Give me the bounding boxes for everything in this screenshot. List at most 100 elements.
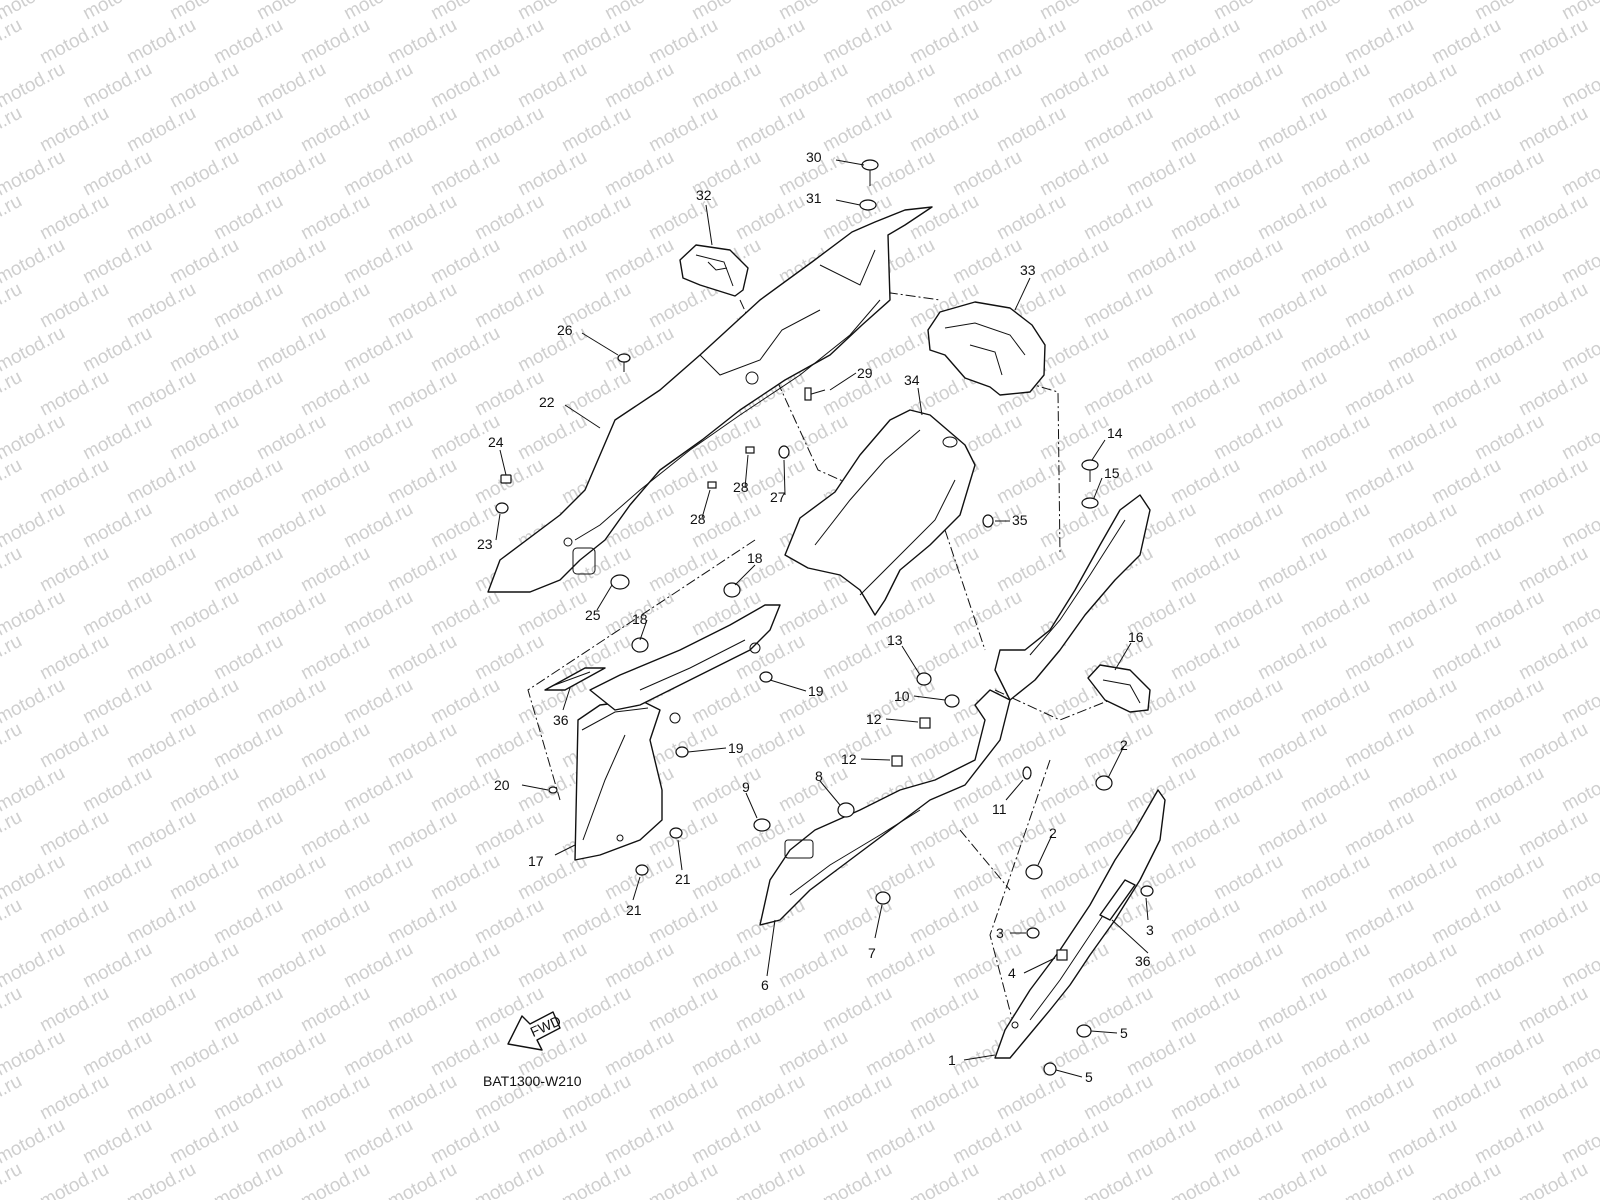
watermark-text: motod.ru — [1428, 279, 1504, 333]
watermark-text: motod.ru — [166, 763, 242, 817]
watermark-text: motod.ru — [384, 279, 460, 333]
watermark-text: motod.ru — [1471, 763, 1547, 817]
callout-3: 3 — [996, 925, 1004, 941]
watermark-text: motod.ru — [1167, 983, 1243, 1037]
callout-25: 25 — [585, 607, 601, 623]
watermark-text: motod.ru — [1080, 279, 1156, 333]
watermark-text: motod.ru — [384, 807, 460, 861]
watermark-text: motod.ru — [1341, 895, 1417, 949]
watermark-text: motod.ru — [297, 631, 373, 685]
fastener-19b — [675, 746, 689, 758]
watermark-text: motod.ru — [0, 191, 26, 245]
watermark-text: motod.ru — [1254, 983, 1330, 1037]
watermark-text: motod.ru — [340, 851, 416, 905]
watermark-text: motod.ru — [1515, 1159, 1591, 1200]
watermark-text: motod.ru — [775, 1027, 851, 1081]
watermark-text: motod.ru — [645, 719, 721, 773]
callout-leaders — [495, 159, 1149, 1078]
watermark-text: motod.ru — [1384, 323, 1460, 377]
watermark-text: motod.ru — [253, 851, 329, 905]
watermark-text: motod.ru — [1384, 1115, 1460, 1169]
watermark-text: motod.ru — [0, 279, 26, 333]
watermark-text: motod.ru — [1384, 499, 1460, 553]
fastener-21b — [635, 864, 649, 876]
watermark-text: motod.ru — [1428, 367, 1504, 421]
watermark-text: motod.ru — [862, 147, 938, 201]
watermark-text: motod.ru — [1341, 1071, 1417, 1125]
watermark-text: motod.ru — [0, 323, 69, 377]
watermark-text: motod.ru — [253, 411, 329, 465]
watermark-text: motod.ru — [1210, 411, 1286, 465]
fastener-31 — [859, 199, 877, 211]
watermark-text: motod.ru — [1341, 367, 1417, 421]
watermark-text: motod.ru — [123, 455, 199, 509]
watermark-text: motod.ru — [993, 1159, 1069, 1200]
watermark-text: motod.ru — [819, 1159, 895, 1200]
watermark-text: motod.ru — [1210, 763, 1286, 817]
watermark-text: motod.ru — [1384, 763, 1460, 817]
watermark-text: motod.ru — [514, 59, 590, 113]
watermark-text: motod.ru — [558, 983, 634, 1037]
fastener-2a — [1095, 775, 1113, 791]
watermark-text: motod.ru — [732, 983, 808, 1037]
watermark-text: motod.ru — [645, 983, 721, 1037]
watermark-text: motod.ru — [1210, 499, 1286, 553]
watermark-text: motod.ru — [1515, 279, 1591, 333]
watermark-text: motod.ru — [297, 543, 373, 597]
watermark-text: motod.ru — [0, 1115, 69, 1169]
callout-18: 18 — [747, 550, 763, 566]
watermark-text: motod.ru — [1210, 587, 1286, 641]
watermark-text: motod.ru — [1428, 543, 1504, 597]
watermark-text: motod.ru — [1080, 15, 1156, 69]
callout-23: 23 — [477, 536, 493, 552]
fastener-10 — [944, 694, 960, 708]
watermark-text: motod.ru — [1515, 983, 1591, 1037]
watermark-text: motod.ru — [297, 191, 373, 245]
watermark-text: motod.ru — [645, 15, 721, 69]
watermark-text: motod.ru — [558, 15, 634, 69]
watermark-text: motod.ru — [210, 1159, 286, 1200]
watermark-text: motod.ru — [1167, 719, 1243, 773]
watermark-text: motod.ru — [1297, 323, 1373, 377]
watermark-text: motod.ru — [1254, 103, 1330, 157]
watermark-text: motod.ru — [427, 763, 503, 817]
watermark-text: motod.ru — [862, 1027, 938, 1081]
part-32-bracket — [679, 244, 749, 297]
watermark-text: motod.ru — [1210, 851, 1286, 905]
watermark-text: motod.ru — [1123, 1115, 1199, 1169]
watermark-text: motod.ru — [384, 103, 460, 157]
watermark-text: motod.ru — [1167, 543, 1243, 597]
watermark-text: motod.ru — [1515, 807, 1591, 861]
fastener-28b — [707, 481, 717, 489]
watermark-text: motod.ru — [1515, 895, 1591, 949]
watermark-text: motod.ru — [297, 1159, 373, 1200]
watermark-text: motod.ru — [1254, 367, 1330, 421]
part-17-left-cover — [574, 699, 663, 861]
watermark-text: motod.ru — [340, 499, 416, 553]
watermark-text: motod.ru — [1167, 1071, 1243, 1125]
watermark-text: motod.ru — [1167, 631, 1243, 685]
watermark-text: motod.ru — [1297, 59, 1373, 113]
watermark-text: motod.ru — [1341, 631, 1417, 685]
watermark-text: motod.ru — [0, 103, 26, 157]
watermark-text: motod.ru — [36, 983, 112, 1037]
watermark-text: motod.ru — [471, 1159, 547, 1200]
watermark-text: motod.ru — [384, 1071, 460, 1125]
callout-35: 35 — [1012, 512, 1028, 528]
fastener-18b — [631, 637, 649, 653]
watermark-text: motod.ru — [1254, 1159, 1330, 1200]
watermark-text: motod.ru — [427, 1115, 503, 1169]
watermark-text: motod.ru — [340, 587, 416, 641]
watermark-text: motod.ru — [1167, 15, 1243, 69]
watermark-text: motod.ru — [0, 499, 69, 553]
watermark-text: motod.ru — [775, 939, 851, 993]
watermark-text: motod.ru — [36, 103, 112, 157]
watermark-text: motod.ru — [36, 191, 112, 245]
watermark-text: motod.ru — [1428, 1159, 1504, 1200]
watermark-text: motod.ru — [1036, 323, 1112, 377]
watermark-text: motod.ru — [732, 103, 808, 157]
watermark-text: motod.ru — [1428, 895, 1504, 949]
watermark-text: motod.ru — [1341, 191, 1417, 245]
watermark-text: motod.ru — [601, 235, 677, 289]
